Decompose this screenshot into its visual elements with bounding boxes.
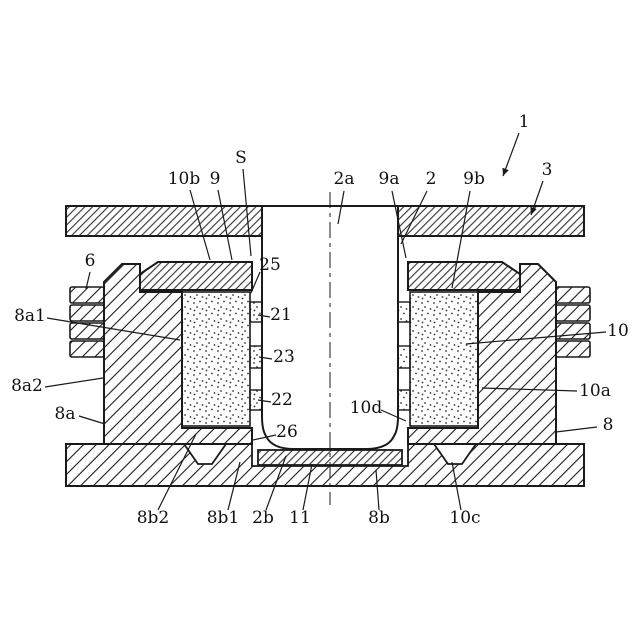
top-plate [65,205,585,237]
leader-8 [555,426,598,433]
label-25: 25 [259,255,281,275]
label-9a: 9a [379,169,400,189]
rib-right-1 [555,286,591,304]
label-22: 22 [271,390,293,410]
rib-right-3 [555,322,591,340]
rib-left-3 [69,322,105,340]
leader-10b [189,189,211,261]
label-10: 10 [607,321,629,341]
label-2b: 2b [252,508,274,528]
side-ribs [69,286,591,358]
leader-2b [265,455,287,511]
label-8a2: 8a2 [11,376,43,396]
leader-lines [44,132,607,511]
label-2: 2 [426,169,437,189]
label-8b1: 8b1 [207,508,240,528]
leader-2a [337,190,345,225]
leader-9 [217,189,233,261]
leader-S [242,168,252,257]
rib-right-2 [555,304,591,322]
leader-10d [380,409,407,422]
top-plate-left [65,205,263,237]
leader-9a [391,190,407,259]
leader-10c [451,461,462,511]
leader-8b [375,469,380,511]
leader-8b2 [157,433,197,511]
label-1: 1 [519,112,530,132]
label-8b: 8b [368,508,390,528]
elastic-right-tab-top [397,301,411,323]
leader-10 [465,331,607,345]
leader-11 [302,463,313,511]
rib-left-2 [69,304,105,322]
label-8b2: 8b2 [137,508,170,528]
leader-2 [400,190,428,245]
leader-3 [530,180,544,216]
leader-21 [257,314,271,318]
label-2a: 2a [334,169,355,189]
rib-left-4 [69,340,105,358]
elastic-right-tab-bottom [397,389,411,411]
label-3: 3 [542,160,553,180]
leader-9b [451,190,471,289]
label-10c: 10c [449,508,480,528]
label-21: 21 [270,305,292,325]
elastic-left [181,291,251,427]
cap-left [139,261,253,291]
leader-6 [85,271,91,290]
elastic-right [409,291,479,427]
label-10b: 10b [168,169,201,189]
leader-26 [252,434,277,441]
notch-right [433,443,477,465]
rib-left-1 [69,286,105,304]
leader-8a2 [44,377,104,388]
elastic-right-tab-mid [397,345,411,369]
label-10a: 10a [579,381,611,401]
label-26: 26 [276,422,298,442]
label-10d: 10d [350,398,383,418]
elastic-left-tab-21 [249,301,263,323]
label-8: 8 [603,415,614,435]
leader-8a [78,415,106,425]
upper-caps [139,261,521,291]
elastic-members [181,291,479,427]
leader-1 [502,132,520,177]
leader-25 [250,271,261,294]
label-9: 9 [210,169,221,189]
leader-10a [481,387,578,392]
label-11: 11 [289,508,311,528]
notch-left [183,443,227,465]
label-23: 23 [273,347,295,367]
leader-8a1 [46,317,181,341]
leader-8b1 [227,461,241,511]
label-6: 6 [85,251,96,271]
leader-22 [257,399,272,403]
rib-right-4 [555,340,591,358]
reference-numerals: S 10b 9 2a 9a 2 9b 1 3 25 6 21 8a1 23 8a… [11,112,629,528]
top-plate-right [397,205,585,237]
label-S: S [235,148,247,168]
label-9b: 9b [463,169,485,189]
label-8a: 8a [55,404,76,424]
label-8a1: 8a1 [14,306,46,326]
cap-right [407,261,521,291]
leader-23 [258,356,273,360]
